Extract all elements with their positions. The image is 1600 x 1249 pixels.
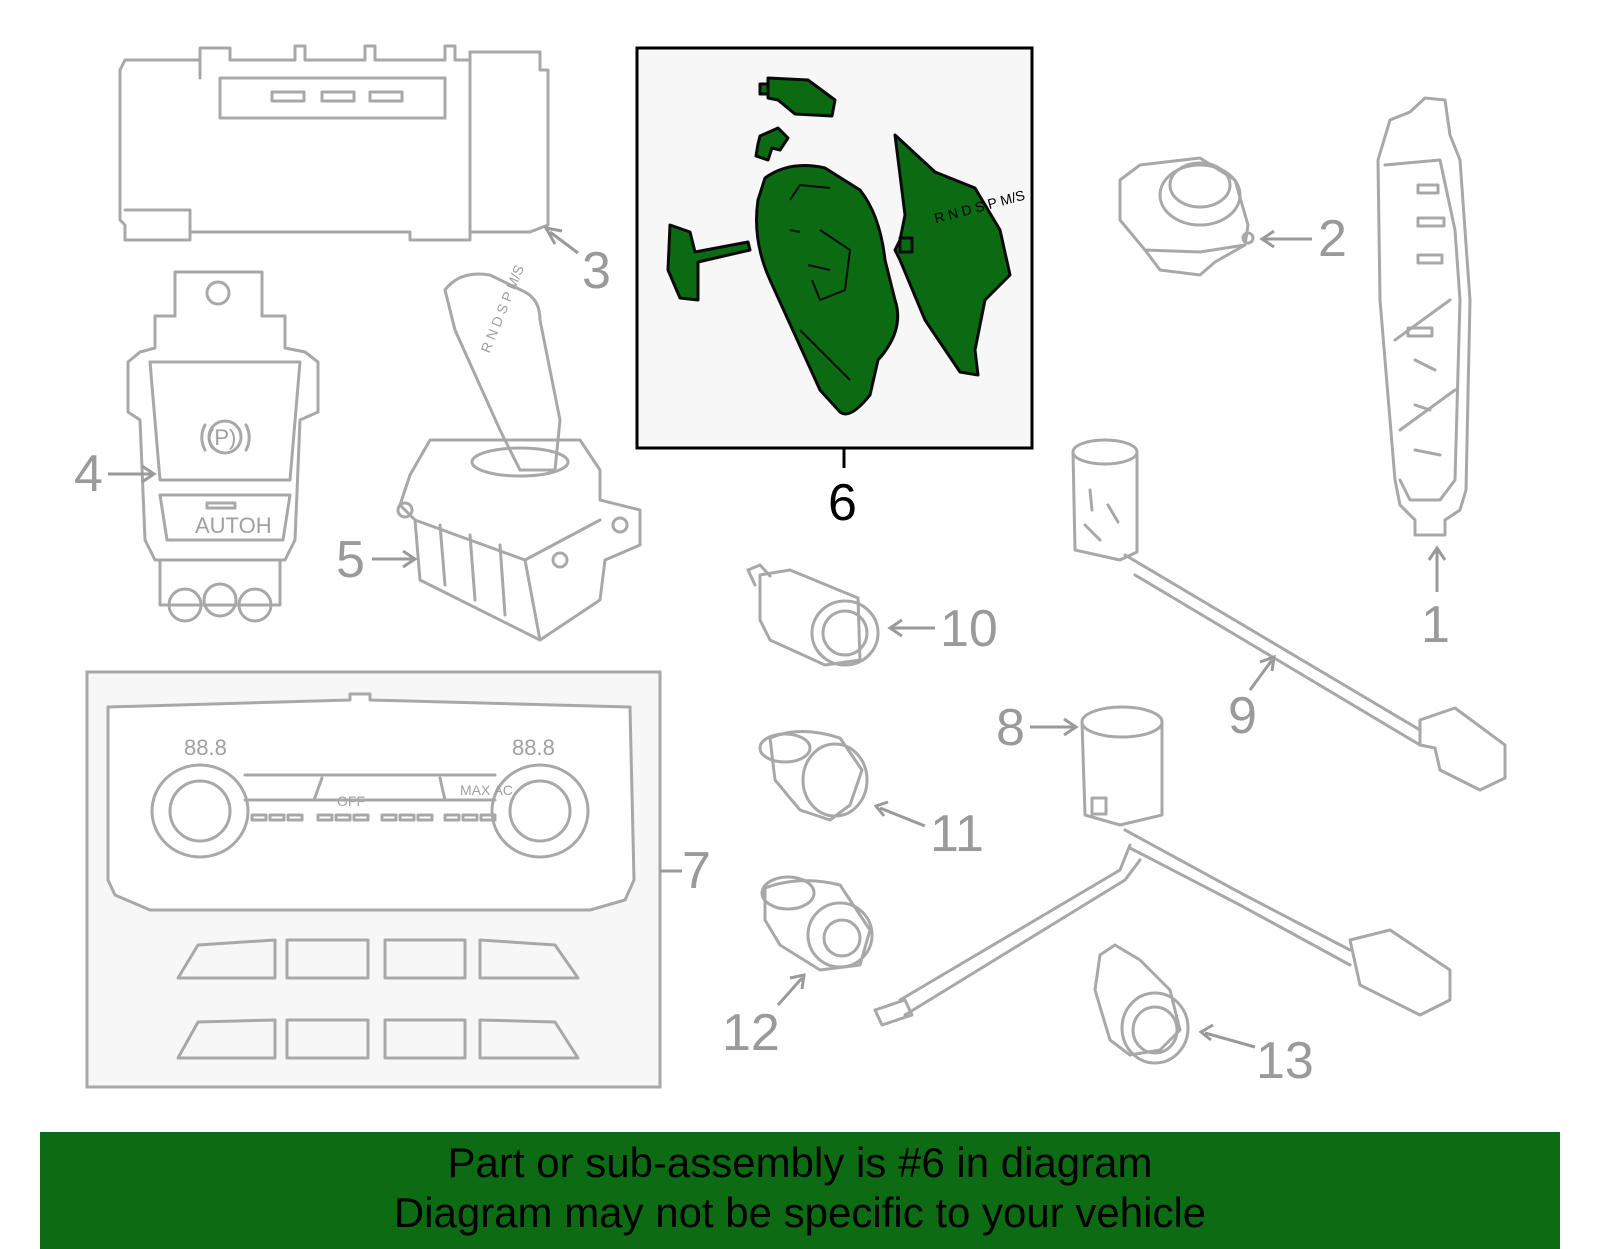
part-8-socket-y-harness <box>873 705 1452 1027</box>
callout-4: 4 <box>74 445 103 503</box>
callout-8: 8 <box>996 699 1025 757</box>
callout-9: 9 <box>1228 687 1257 745</box>
shift-pattern-label: R N D S P M/S <box>477 263 527 355</box>
part-2-idrive-controller <box>1118 156 1255 277</box>
part-5-gear-shift-assembly: R N D S P M/S <box>396 263 642 642</box>
part-10-power-socket <box>746 563 880 667</box>
part-9-socket-harness <box>1071 438 1507 792</box>
brake-p-symbol-label: (P) <box>207 425 236 450</box>
climate-temp-left: 88.8 <box>184 735 227 760</box>
part-11-socket-plug <box>758 730 869 822</box>
part-7-climate-control-panel: 88.8 88.8 OFF MAX AC <box>85 670 662 1089</box>
callout-2: 2 <box>1318 210 1347 268</box>
callout-13: 13 <box>1256 1032 1314 1090</box>
callout-10: 10 <box>940 600 998 658</box>
callout-11: 11 <box>930 805 984 863</box>
leader-lines <box>108 225 1447 1049</box>
part-4-parking-brake-switch: (P) AUTOH <box>126 270 320 623</box>
part-6-shift-knob-assembly: R N D S P M/S <box>666 76 1027 416</box>
callout-3: 3 <box>582 242 611 300</box>
part-13-socket-housing <box>1093 943 1190 1065</box>
callout-6: 6 <box>828 474 857 532</box>
info-banner: Part or sub-assembly is #6 in diagram Di… <box>40 1132 1560 1249</box>
callout-1: 1 <box>1421 596 1450 654</box>
callout-5: 5 <box>336 531 365 589</box>
part-12-usb-socket <box>760 875 874 972</box>
part-3-control-module <box>118 44 550 242</box>
callout-7: 7 <box>682 842 711 900</box>
part-1-console-switch-strip <box>1376 96 1472 537</box>
banner-line-2: Diagram may not be specific to your vehi… <box>393 1189 1207 1236</box>
callout-12: 12 <box>722 1004 780 1062</box>
climate-max-ac-label: MAX AC <box>460 782 513 798</box>
banner-line-1: Part or sub-assembly is #6 in diagram <box>447 1139 1153 1186</box>
climate-temp-right: 88.8 <box>512 735 555 760</box>
callout-numbers: 1 2 3 4 5 6 7 8 9 10 11 12 13 <box>74 210 1450 1090</box>
autohold-label: AUTOH <box>195 513 272 538</box>
parts-diagram: (P) AUTOH R N D S P M/S <box>74 44 1507 1090</box>
